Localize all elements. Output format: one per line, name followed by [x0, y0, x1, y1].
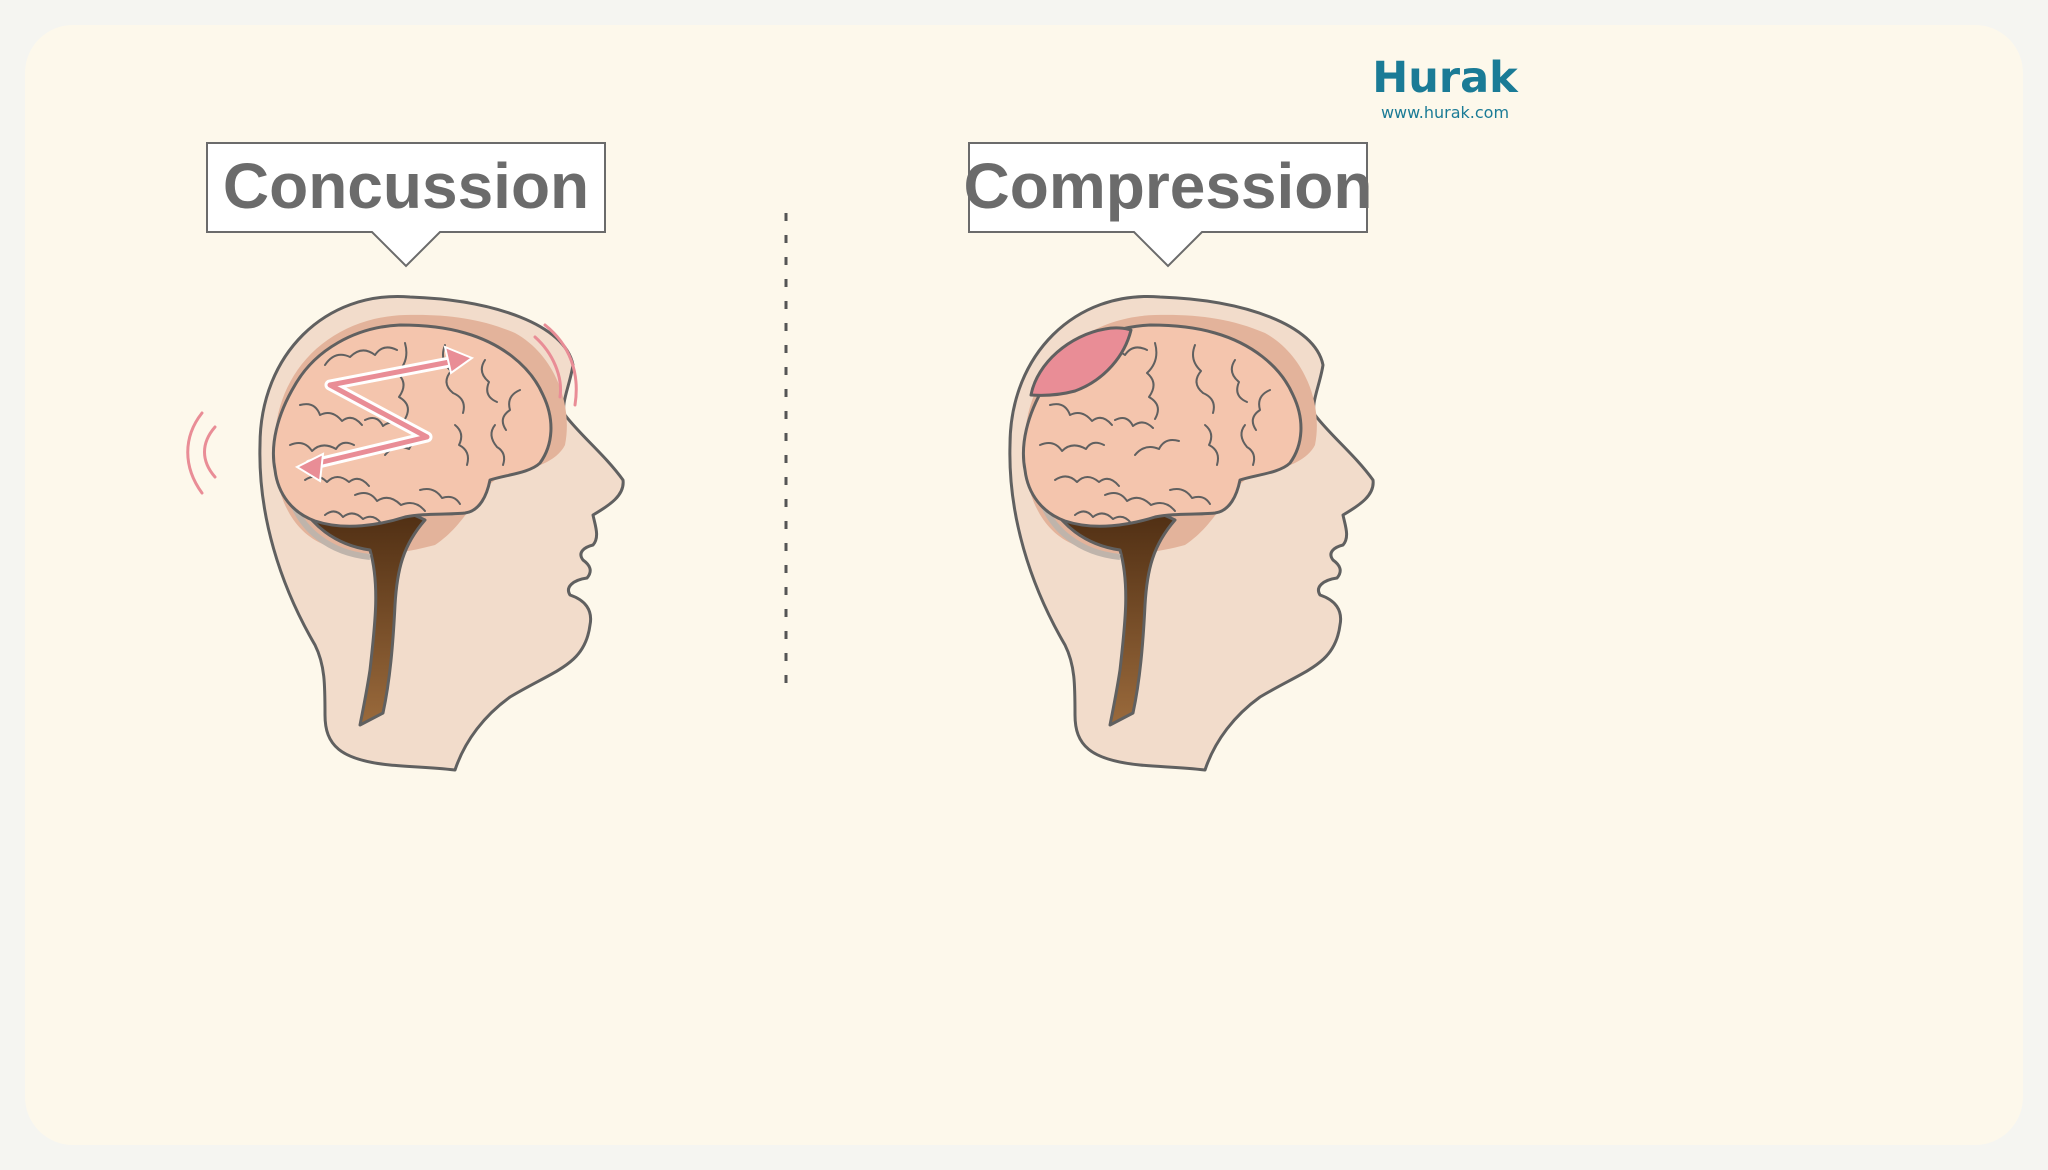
diagram-artwork: Concussion Compression — [25, 25, 2023, 1145]
brand-logo-name: Hurak — [1372, 53, 1519, 103]
brand-logo-url: www.hurak.com — [1381, 103, 1509, 122]
diagram-card: Concussion Compression — [25, 25, 2023, 1145]
compression-head-illustration — [1010, 296, 1373, 770]
concussion-head-illustration — [188, 296, 623, 770]
concussion-label: Concussion — [223, 150, 589, 222]
compression-label: Compression — [964, 150, 1373, 222]
